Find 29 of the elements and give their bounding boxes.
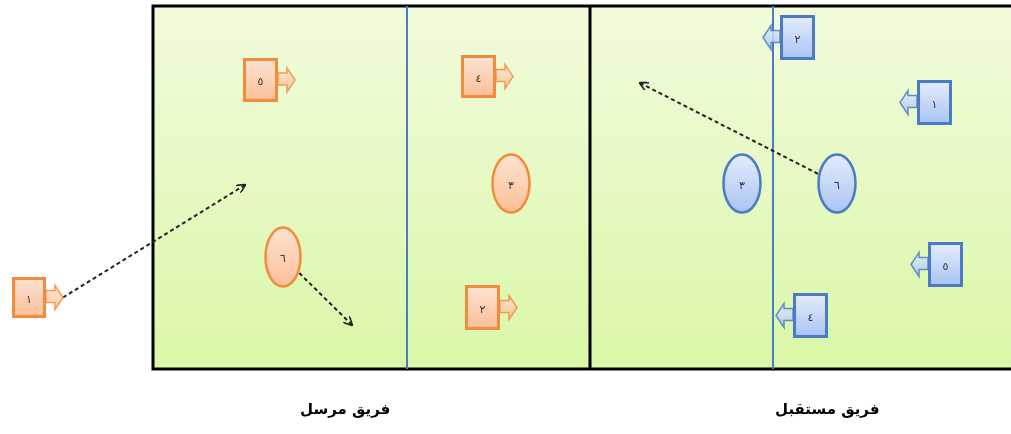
player-marker <box>12 277 64 318</box>
player-marker <box>762 15 815 60</box>
player-marker <box>910 242 963 287</box>
player-number: ٤ <box>474 72 483 84</box>
player-marker <box>243 58 296 102</box>
player-number: ١ <box>930 98 939 110</box>
arrow <box>638 81 820 175</box>
player-oval <box>264 226 302 288</box>
player-number: ٢ <box>478 303 487 315</box>
player-oval <box>722 153 762 214</box>
player-number: ١ <box>25 293 33 305</box>
player-marker <box>775 293 828 338</box>
player-number: ٦ <box>833 179 841 191</box>
player-number: ٢ <box>793 33 802 45</box>
player-marker <box>465 285 518 330</box>
player-number: ٣ <box>507 179 515 191</box>
team-label: فريق مرسل <box>300 400 391 418</box>
player-number: ٣ <box>738 179 746 191</box>
player-oval <box>817 153 857 214</box>
player-number: ٦ <box>279 253 287 264</box>
player-number: ٤ <box>806 311 815 323</box>
player-marker <box>461 55 514 98</box>
arrow <box>62 183 247 299</box>
team-label: فريق مستقبل <box>775 400 880 418</box>
player-oval <box>491 153 531 214</box>
player-number: ٥ <box>941 260 950 272</box>
arrow <box>298 272 354 327</box>
player-marker <box>899 80 952 125</box>
player-number: ٥ <box>256 76 265 87</box>
